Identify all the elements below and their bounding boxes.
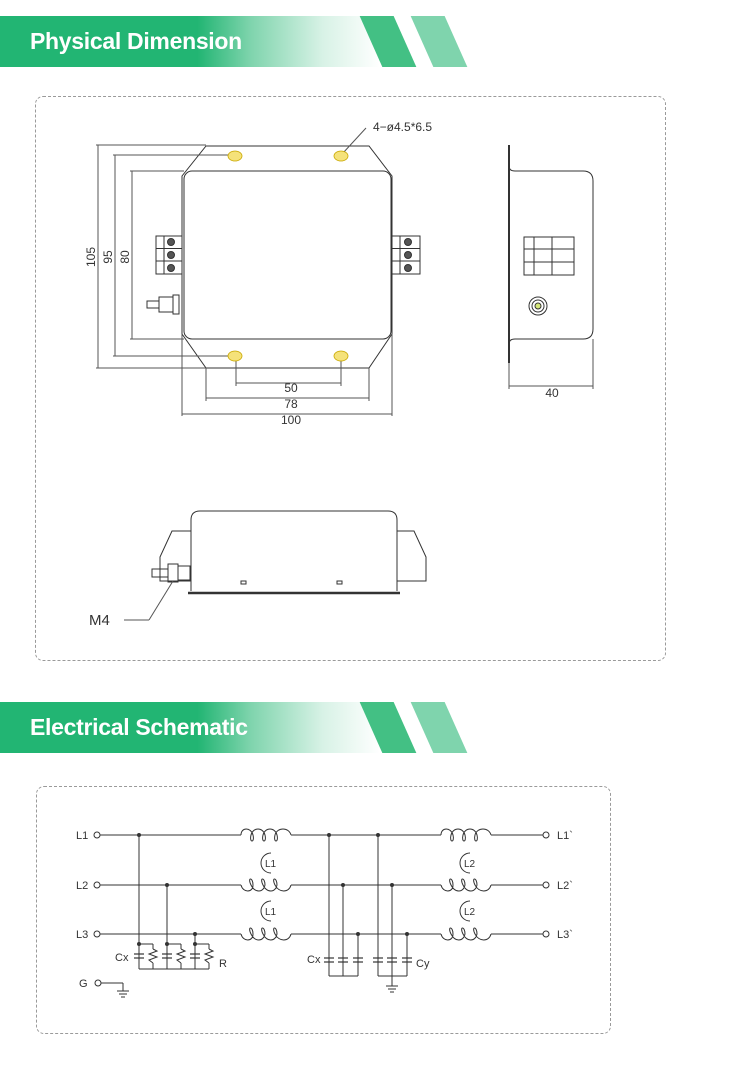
choke-coil bbox=[440, 828, 492, 842]
capacitors bbox=[134, 953, 412, 963]
choke-label: L2 bbox=[464, 907, 476, 918]
decorative-stripe bbox=[410, 16, 468, 67]
coupling-arrow bbox=[260, 900, 272, 922]
coupling-arrow bbox=[459, 852, 471, 874]
elevation-view bbox=[124, 510, 427, 621]
resistors bbox=[147, 948, 215, 964]
mount-hole bbox=[333, 350, 349, 362]
ground-stud-label: M4 bbox=[89, 612, 110, 629]
header-bar bbox=[0, 702, 380, 753]
terminals bbox=[93, 831, 550, 987]
input-label: L1 bbox=[76, 830, 88, 842]
choke-coil bbox=[240, 878, 292, 892]
choke-label: L1 bbox=[265, 907, 277, 918]
output-label: L2` bbox=[557, 880, 573, 892]
output-label: L1` bbox=[557, 830, 573, 842]
ground-stud bbox=[146, 294, 180, 315]
input-label: L3 bbox=[76, 929, 88, 941]
dim-100: 100 bbox=[281, 413, 301, 427]
dim-95: 95 bbox=[101, 250, 115, 264]
choke-label: L1 bbox=[265, 859, 277, 870]
dimension-drawing: 4−ø4.5*6.5 105 95 80 50 78 100 40 M4 bbox=[84, 120, 594, 629]
junction-dots bbox=[137, 833, 409, 946]
mounting-holes bbox=[227, 150, 349, 362]
r-label: R bbox=[219, 958, 227, 970]
mount-hole bbox=[333, 150, 349, 162]
coupling-arrow bbox=[260, 852, 272, 874]
choke-coil bbox=[240, 828, 292, 842]
output-terminal-block bbox=[391, 235, 421, 275]
section-title: Electrical Schematic bbox=[30, 714, 248, 740]
cx-label: Cx bbox=[307, 954, 321, 966]
mount-hole-spec: 4−ø4.5*6.5 bbox=[373, 120, 432, 134]
header-bar bbox=[0, 16, 380, 67]
electrical-schematic: L1 L2 L3 G L1` L2` L3` Cx R Cx Cy L1 L1 … bbox=[76, 828, 573, 998]
decorative-stripe bbox=[410, 702, 468, 753]
mount-hole bbox=[227, 150, 243, 162]
schematic-panel: L1 L2 L3 G L1` L2` L3` Cx R Cx Cy L1 L1 … bbox=[36, 786, 611, 1034]
dim-78: 78 bbox=[284, 397, 298, 411]
input-label: L2 bbox=[76, 880, 88, 892]
output-label: L3` bbox=[557, 929, 573, 941]
filter-body bbox=[183, 170, 392, 340]
side-view bbox=[508, 145, 594, 389]
flange-outline bbox=[181, 145, 393, 369]
ground-label: G bbox=[79, 978, 88, 990]
coupling-arrow bbox=[459, 900, 471, 922]
choke-coil bbox=[440, 878, 492, 892]
dim-40: 40 bbox=[545, 386, 559, 400]
section-header-physical: Physical Dimension bbox=[0, 16, 470, 67]
dimension-drawing-panel: 4−ø4.5*6.5 105 95 80 50 78 100 40 M4 bbox=[35, 96, 666, 661]
dim-80: 80 bbox=[118, 250, 132, 264]
choke-label: L2 bbox=[464, 859, 476, 870]
dim-105: 105 bbox=[84, 247, 98, 267]
dim-50: 50 bbox=[284, 381, 298, 395]
section-title: Physical Dimension bbox=[30, 28, 242, 54]
cy-label: Cy bbox=[416, 958, 430, 970]
input-terminal-block bbox=[155, 235, 183, 275]
choke-coil bbox=[240, 927, 292, 941]
choke-coil bbox=[440, 927, 492, 941]
cx-label: Cx bbox=[115, 952, 129, 964]
section-header-electrical: Electrical Schematic bbox=[0, 702, 470, 753]
mount-hole bbox=[227, 350, 243, 362]
